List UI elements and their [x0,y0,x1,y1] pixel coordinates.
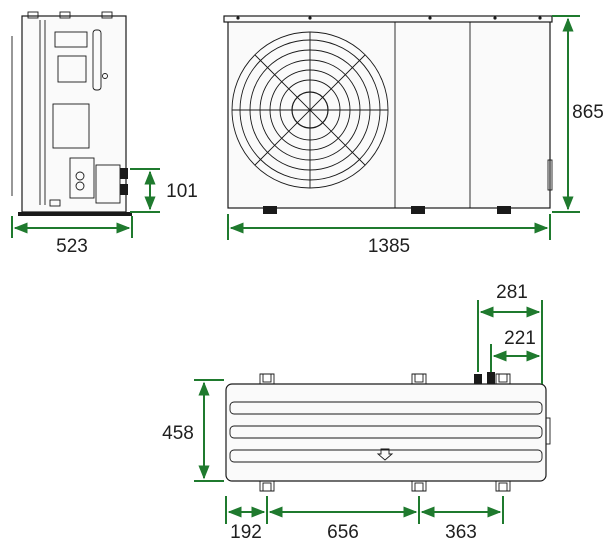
dim-192-label: 192 [230,522,262,541]
dim-1385-label: 1385 [368,236,410,257]
dimension-221: 221 [490,328,541,372]
dim-221-label: 221 [504,328,536,349]
dimension-foot-spacing: 192 656 363 [225,496,504,541]
front-view-drawing [223,15,553,214]
dim-656-label: 656 [327,522,359,541]
dimension-865: 865 [552,15,604,213]
side-view-drawing [11,11,132,216]
dimension-1385: 1385 [227,214,551,257]
dim-363-label: 363 [445,522,477,541]
dimension-101: 101 [130,168,198,213]
dim-865-label: 865 [572,102,604,123]
top-view-drawing [225,372,551,492]
dimension-458: 458 [162,379,224,482]
dimension-281: 281 [477,282,543,384]
dim-523-label: 523 [56,236,88,257]
dimension-523: 523 [11,216,133,257]
dim-101-label: 101 [166,181,198,202]
dim-281-label: 281 [496,282,528,303]
dim-458-label: 458 [162,423,194,444]
